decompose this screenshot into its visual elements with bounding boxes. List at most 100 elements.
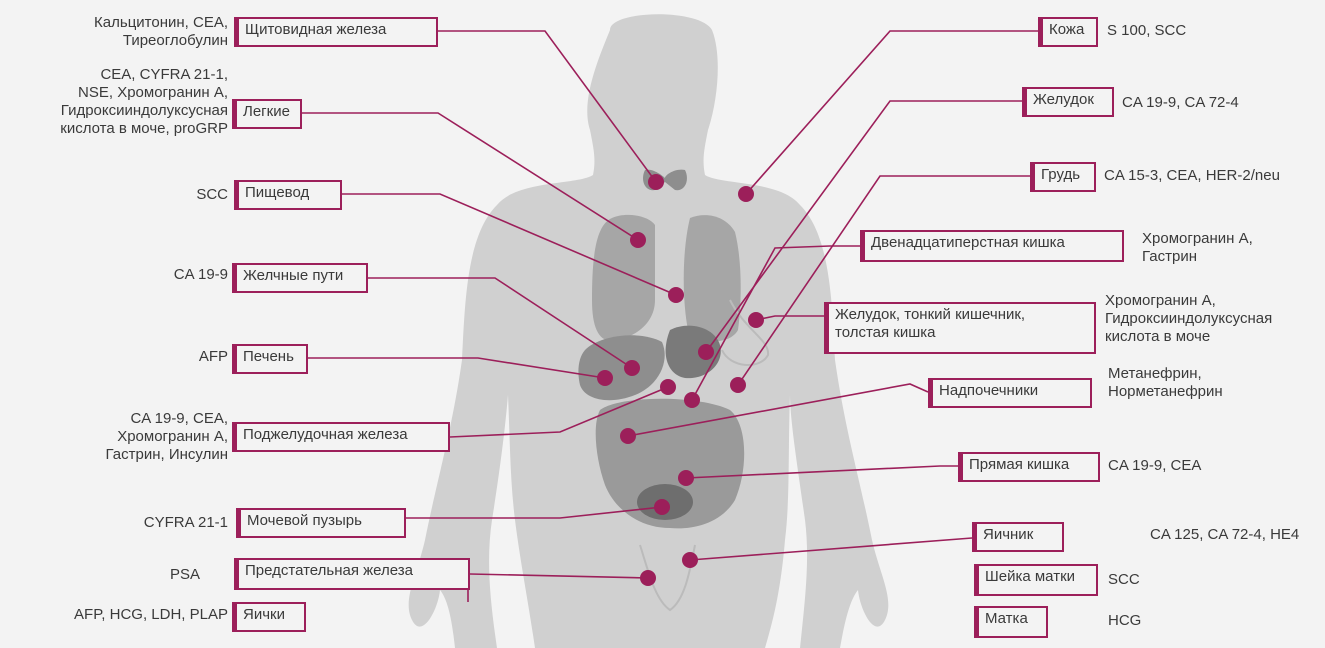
organ-marker-dot <box>654 499 670 515</box>
organ-marker-dot <box>684 392 700 408</box>
connector-line-left-5 <box>450 387 668 437</box>
organ-label: Желчные пути <box>232 263 368 293</box>
organ-marker-dot <box>660 379 676 395</box>
organ-label: Поджелудочная железа <box>232 422 450 452</box>
organ-label: Грудь <box>1030 162 1096 192</box>
label-accent-bar <box>236 508 241 538</box>
organ-marker-dot <box>678 470 694 486</box>
tumor-markers: AFP <box>0 348 228 366</box>
organ-label: Желудок, тонкий кишечник, толстая кишка <box>824 302 1096 354</box>
connector-line-right-4 <box>756 316 824 320</box>
organ-name: Матка <box>985 610 1028 627</box>
organ-marker-dot <box>698 344 714 360</box>
organ-marker-dot <box>682 552 698 568</box>
organ-marker-dot <box>597 370 613 386</box>
label-accent-bar <box>1022 87 1027 117</box>
organ-name: Желудок <box>1033 91 1094 108</box>
tumor-markers: CA 19-9 <box>0 266 228 284</box>
connector-line-left-0 <box>438 31 656 182</box>
organ-name: Мочевой пузырь <box>247 512 362 529</box>
organ-marker-dot <box>640 570 656 586</box>
organ-marker-dot <box>668 287 684 303</box>
organ-label: Кожа <box>1038 17 1098 47</box>
tumor-markers: SCC <box>1108 571 1140 589</box>
tumor-markers: CA 15-3, CEA, HER-2/neu <box>1104 167 1280 185</box>
connector-line-right-0 <box>746 31 1038 194</box>
organ-label: Яички <box>232 602 306 632</box>
connector-line-left-7 <box>470 574 648 578</box>
organ-marker-dot <box>730 377 746 393</box>
organ-name: Печень <box>243 348 294 365</box>
organ-name: Яичник <box>983 526 1033 543</box>
tumor-markers: PSA <box>0 566 200 584</box>
label-accent-bar <box>974 564 979 596</box>
organ-name: Желудок, тонкий кишечник, толстая кишка <box>835 306 1025 341</box>
tumor-markers: SCC <box>0 186 228 204</box>
organ-marker-dot <box>748 312 764 328</box>
label-accent-bar <box>232 344 237 374</box>
organ-marker-dot <box>624 360 640 376</box>
label-accent-bar <box>972 522 977 552</box>
tumor-markers: CA 19-9, CEA <box>1108 457 1201 475</box>
label-accent-bar <box>232 602 237 632</box>
tumor-markers: CA 125, CA 72-4, HE4 <box>1150 526 1299 544</box>
organ-name: Грудь <box>1041 166 1080 183</box>
label-accent-bar <box>928 378 933 408</box>
organ-name: Надпочечники <box>939 382 1038 399</box>
tumor-markers: HCG <box>1108 612 1141 630</box>
organ-label: Двенадцатиперстная кишка <box>860 230 1124 262</box>
organ-label: Матка <box>974 606 1048 638</box>
organ-label: Печень <box>232 344 308 374</box>
connector-line-right-6 <box>686 466 958 478</box>
organ-name: Яички <box>243 606 285 623</box>
label-accent-bar <box>824 302 829 354</box>
label-accent-bar <box>860 230 865 262</box>
label-accent-bar <box>974 606 979 638</box>
organ-name: Шейка матки <box>985 568 1075 585</box>
label-accent-bar <box>232 422 237 452</box>
tumor-markers: Хромогранин А, Гастрин <box>1142 230 1253 266</box>
label-accent-bar <box>1030 162 1035 192</box>
organ-name: Пищевод <box>245 184 309 201</box>
tumor-markers: CEA, CYFRA 21-1, NSE, Хромогранин А, Гид… <box>0 66 228 138</box>
label-accent-bar <box>234 558 239 590</box>
tumor-markers: Хромогранин А, Гидроксииндолуксусная кис… <box>1105 292 1272 346</box>
label-accent-bar <box>232 263 237 293</box>
organ-label: Желудок <box>1022 87 1114 117</box>
organ-marker-dot <box>648 174 664 190</box>
organ-label: Прямая кишка <box>958 452 1100 482</box>
organ-label: Щитовидная железа <box>234 17 438 47</box>
tumor-markers: Кальцитонин, CEA, Тиреоглобулин <box>0 14 228 50</box>
organ-marker-dot <box>630 232 646 248</box>
connector-line-right-7 <box>690 538 972 560</box>
organ-name: Двенадцатиперстная кишка <box>871 234 1065 251</box>
connector-line-left-1 <box>302 113 638 240</box>
label-accent-bar <box>234 17 239 47</box>
tumor-markers: S 100, SCC <box>1107 22 1186 40</box>
label-accent-bar <box>958 452 963 482</box>
connector-line-left-6 <box>406 507 662 518</box>
organ-label: Мочевой пузырь <box>236 508 406 538</box>
organ-name: Кожа <box>1049 21 1084 38</box>
organ-label: Пищевод <box>234 180 342 210</box>
label-accent-bar <box>1038 17 1043 47</box>
organ-name: Желчные пути <box>243 267 343 284</box>
tumor-markers: CA 19-9, CA 72-4 <box>1122 94 1239 112</box>
organ-label: Предстательная железа <box>234 558 470 590</box>
organ-marker-dot <box>620 428 636 444</box>
organ-name: Щитовидная железа <box>245 21 386 38</box>
organ-name: Прямая кишка <box>969 456 1069 473</box>
organ-label: Шейка матки <box>974 564 1098 596</box>
organ-label: Надпочечники <box>928 378 1092 408</box>
organ-label: Легкие <box>232 99 302 129</box>
tumor-markers: AFP, HCG, LDH, PLAP <box>0 606 228 624</box>
label-accent-bar <box>234 180 239 210</box>
organ-marker-dot <box>738 186 754 202</box>
organ-name: Поджелудочная железа <box>243 426 408 443</box>
tumor-markers: CYFRA 21-1 <box>0 514 228 532</box>
tumor-markers: CA 19-9, CEA, Хромогранин А, Гастрин, Ин… <box>0 410 228 464</box>
organ-name: Предстательная железа <box>245 562 413 579</box>
connector-line-left-3 <box>368 278 632 368</box>
label-accent-bar <box>232 99 237 129</box>
